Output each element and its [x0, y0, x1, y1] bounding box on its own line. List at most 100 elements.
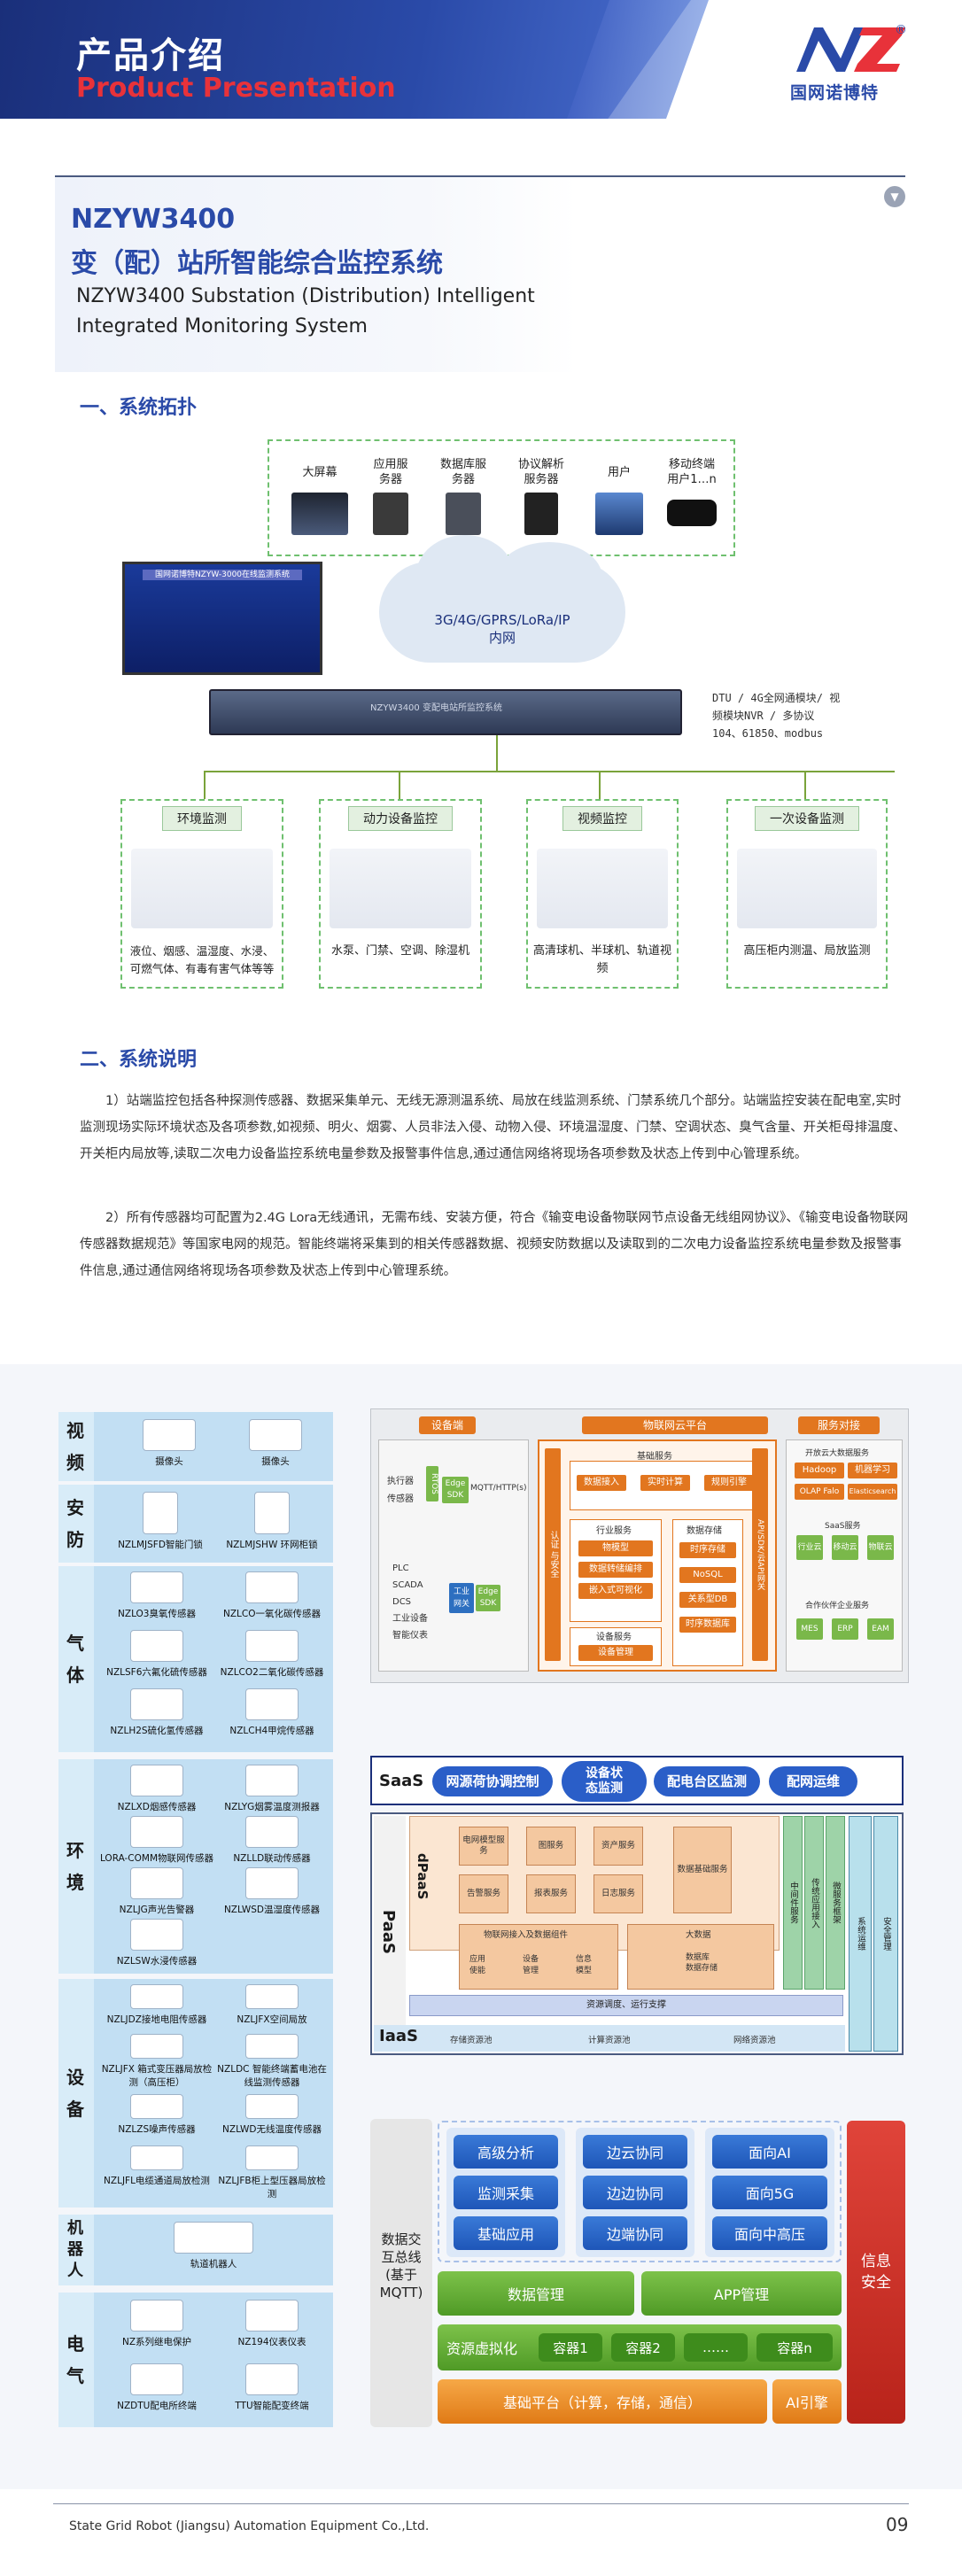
- registered-mark: ®: [895, 23, 907, 37]
- saas-item: 移动云: [832, 1535, 858, 1560]
- item-label: NZLWD无线温度传感器: [222, 2124, 322, 2135]
- item-label: NZLZS噪声传感器: [118, 2124, 196, 2135]
- dtu-note-line: DTU / 4G全网通模块/ 视: [712, 692, 841, 704]
- group-image: [330, 849, 471, 928]
- title-rule: [55, 175, 905, 177]
- open-service-label: 开放云大数据服务: [805, 1449, 870, 1458]
- data-bus-column: [370, 2119, 432, 2427]
- sensor-icon: [245, 1867, 299, 1899]
- item-label: NZLJFX空间局放: [237, 2014, 307, 2025]
- product-item: 轨道机器人: [156, 2222, 271, 2270]
- category-gas: 气 体 NZLO3臭氧传感器 NZLCO一氧化碳传感器 NZLSF6六氟化硫传感…: [58, 1566, 333, 1752]
- sensor-icon: [130, 1688, 183, 1720]
- sensor-icon: [130, 2034, 183, 2059]
- category-security: 安 防 NZLMJSFD智能门锁 NZLMJSHW 环网柜锁: [58, 1485, 333, 1563]
- func-button: 面向5G: [712, 2176, 827, 2209]
- company-logo: ® 国网诺博特: [781, 23, 914, 103]
- edge-platform-diagram: 数据交 互总线 (基于 MQTT) 高级分析 边云协同 面向AI 监测采集 边边…: [370, 2119, 907, 2431]
- product-item: TTU智能配变终端: [214, 2363, 330, 2412]
- vertical-service: 微服务框架: [826, 1816, 845, 1990]
- category-label: 机 器 人: [58, 2215, 92, 2285]
- device-user: 用户: [586, 457, 652, 535]
- mqtt-label: MQTT/HTTP(s): [470, 1484, 527, 1493]
- plc-item: SCADA: [392, 1580, 423, 1590]
- product-item: NZLZS噪声传感器: [99, 2094, 214, 2136]
- category-environment: 环 境 NZLXD烟感传感器 NZLYG烟雾温度测报器 LORA-COMM物联网…: [58, 1759, 333, 1974]
- exec-label: 执行器: [387, 1477, 414, 1486]
- product-item: NZLMJSHW 环网柜锁: [214, 1492, 330, 1551]
- saas-pill: 配电台区监测: [654, 1766, 760, 1796]
- sensor-icon: [130, 1630, 183, 1662]
- item-label: NZLLD联动传感器: [233, 1853, 311, 1864]
- item-label: NZ194仪表仪表: [237, 2337, 306, 2347]
- sensor-icon: [245, 1688, 299, 1720]
- header-service: 服务对接: [798, 1416, 880, 1434]
- edge-sdk-tag: Edge SDK: [476, 1585, 500, 1611]
- group-desc: 高清球机、半球机、轨道视频: [533, 944, 672, 975]
- vertical-ops: 系统运维: [849, 1816, 872, 2052]
- data-management: 数据管理: [438, 2271, 634, 2316]
- product-item: NZLJDZ接地电阻传感器: [99, 1984, 214, 2026]
- product-item: NZLYG烟雾温度测报器: [214, 1765, 330, 1813]
- category-video: 视 频 摄像头 摄像头: [58, 1412, 333, 1481]
- header-cloud: 物联网云平台: [582, 1416, 768, 1434]
- storage-item: 关系型DB: [679, 1592, 736, 1608]
- group-primary: 一次设备监测 高压柜内测温、局放监测: [726, 799, 888, 989]
- rtos-tag: RTOS: [426, 1466, 438, 1501]
- monitoring-screen-image: 国网诺博特NZYW-3000在线监测系统: [122, 562, 322, 675]
- group-title: 一次设备监测: [755, 806, 859, 831]
- group-image: [537, 849, 668, 928]
- service-item: 物模型: [578, 1540, 653, 1556]
- group-title: 视频监控: [562, 806, 642, 831]
- section-heading-description: 二、系统说明: [80, 1049, 198, 1071]
- product-item: NZLH2S硫化氢传感器: [99, 1688, 214, 1737]
- sensor-icon: [130, 2094, 183, 2119]
- item-label: NZLSF6六氟化硫传感器: [106, 1667, 207, 1678]
- saas-pill: 设备状 态监测: [562, 1761, 647, 1802]
- connector-line: [399, 771, 400, 799]
- connector-line: [496, 735, 498, 771]
- partner-label: 合作伙伴企业服务: [805, 1602, 870, 1610]
- device-service-label: 设备服务: [596, 1633, 632, 1642]
- header-title-en: Product Presentation: [76, 73, 396, 104]
- product-item: NZLJFX空间局放: [214, 1984, 330, 2026]
- group-image: [737, 849, 877, 928]
- product-model: NZYW3400: [71, 204, 236, 235]
- product-item: NZLXD烟感传感器: [99, 1765, 214, 1813]
- container-box: 容器1: [539, 2333, 602, 2362]
- server-icon: [373, 493, 408, 535]
- open-item: OLAP Falo: [795, 1484, 844, 1500]
- dtu-note: DTU / 4G全网通模块/ 视 频模块NVR / 多协议 104、61850、…: [712, 689, 889, 742]
- plc-item: DCS: [392, 1597, 412, 1607]
- item-label: NZLJDZ接地电阻传感器: [106, 2014, 207, 2025]
- monitor-icon: [291, 493, 348, 535]
- app-management: APP管理: [641, 2271, 842, 2316]
- group-power: 动力设备监控 水泵、门禁、空调、除湿机: [319, 799, 482, 989]
- item-label: NZLCH4甲烷传感器: [229, 1726, 314, 1736]
- paragraph-2: 2）所有传感器均可配置为2.4G Lora无线通讯，无需布线、安装方便，符合《输…: [80, 1211, 909, 1278]
- product-item: 摄像头: [218, 1419, 333, 1468]
- vertical-security: 安全管理: [873, 1816, 898, 2052]
- connector-line: [204, 771, 206, 799]
- sensor-icon: [130, 1919, 183, 1951]
- group-video: 视频监控 高清球机、半球机、轨道视频: [526, 799, 679, 989]
- dpaas-item: 图服务: [526, 1827, 576, 1866]
- storage-item: 时序存储: [679, 1542, 736, 1558]
- item-label: NZLJFL电缆通道局放检测: [104, 2176, 210, 2186]
- category-items: NZLO3臭氧传感器 NZLCO一氧化碳传感器 NZLSF6六氟化硫传感器 NZ…: [94, 1566, 333, 1752]
- vertical-service: 中间件服务: [783, 1816, 803, 1990]
- terminal-icon: [130, 2363, 183, 2395]
- edge-sdk-tag: Edge SDK: [442, 1477, 469, 1503]
- container-box: 容器n: [756, 2333, 833, 2362]
- bigdata-box: [627, 1924, 774, 1990]
- category-items: 摄像头 摄像头: [94, 1412, 333, 1481]
- category-items: NZLMJSFD智能门锁 NZLMJSHW 环网柜锁: [94, 1485, 333, 1563]
- iot-platform-diagram: 设备端 物联网云平台 服务对接 执行器 传感器 RTOS Edge SDK MQ…: [370, 1408, 909, 1683]
- product-item: NZLMJSFD智能门锁: [103, 1492, 218, 1551]
- ai-engine: AI引擎: [772, 2379, 842, 2424]
- product-item: NZLCH4甲烷传感器: [214, 1688, 330, 1737]
- sensor-icon: [245, 1984, 299, 2009]
- dpaas-item: 数据基础服务: [673, 1827, 732, 1913]
- category-equipment: 设 备 NZLJDZ接地电阻传感器 NZLJFX空间局放 NZLJFX 箱式变压…: [58, 1979, 333, 2207]
- sensor-label: 传感器: [387, 1494, 414, 1504]
